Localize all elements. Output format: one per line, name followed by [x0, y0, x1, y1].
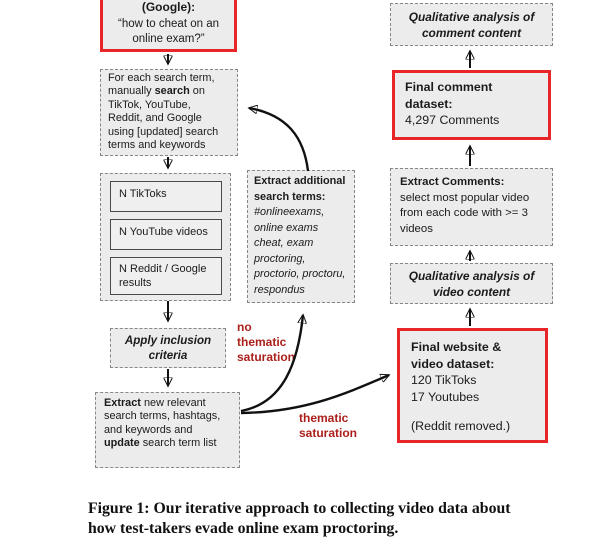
comment-analysis-box: Qualitative analysis of comment content	[390, 3, 553, 46]
initial-search-query: “how to cheat on an online exam?”	[117, 17, 219, 46]
final-video-dataset-note: (Reddit removed.)	[411, 419, 511, 433]
figure-caption-line1: Figure 1: Our iterative approach to coll…	[88, 500, 511, 517]
additional-terms-box: Extract additional search terms: #online…	[247, 170, 355, 303]
final-comment-dataset-title: Final comment dataset:	[405, 80, 493, 111]
initial-search-term-box: (Google): “how to cheat on an online exa…	[100, 0, 237, 52]
video-analysis-box: Qualitative analysis of video content	[390, 263, 553, 304]
inclusion-criteria-box: Apply inclusion criteria	[110, 328, 226, 368]
final-video-dataset-box: Final website & video dataset: 120 TikTo…	[397, 328, 548, 443]
extract-update-box: Extract new relevant search terms, hasht…	[95, 392, 240, 468]
final-comment-dataset-box: Final comment dataset: 4,297 Comments	[392, 70, 551, 140]
results-group-box: N TikToks N YouTube videos N Reddit / Go…	[100, 173, 231, 301]
figure-caption-line2: how test-takers evade online exam procto…	[88, 519, 399, 537]
arrow-terms-to-search-curve	[249, 108, 310, 172]
initial-search-source: (Google):	[141, 0, 196, 14]
extract-comments-body: select most popular video from each code…	[400, 191, 530, 236]
arrow-saturation-curve	[240, 375, 389, 415]
final-video-dataset-title: Final website & video dataset:	[411, 340, 502, 371]
result-reddit-google-box: N Reddit / Google results	[110, 257, 222, 295]
figure-caption: Figure 1: Our iterative approach to coll…	[88, 499, 563, 539]
no-thematic-saturation-label: no thematic saturation	[237, 320, 296, 364]
final-video-dataset-counts: 120 TikToks 17 Youtubes	[411, 373, 480, 404]
result-tiktoks-box: N TikToks	[110, 181, 222, 212]
additional-terms-list: #onlineexams, online exams cheat, exam p…	[254, 206, 346, 296]
additional-terms-title: Extract additional search terms:	[254, 175, 346, 203]
extract-comments-title: Extract Comments:	[400, 176, 505, 188]
thematic-saturation-label: thematic saturation	[299, 411, 358, 440]
search-step-box: For each search term, manually search on…	[100, 69, 238, 156]
extract-comments-box: Extract Comments: select most popular vi…	[390, 168, 553, 246]
result-youtube-box: N YouTube videos	[110, 219, 222, 250]
final-comment-dataset-count: 4,297 Comments	[405, 113, 500, 128]
